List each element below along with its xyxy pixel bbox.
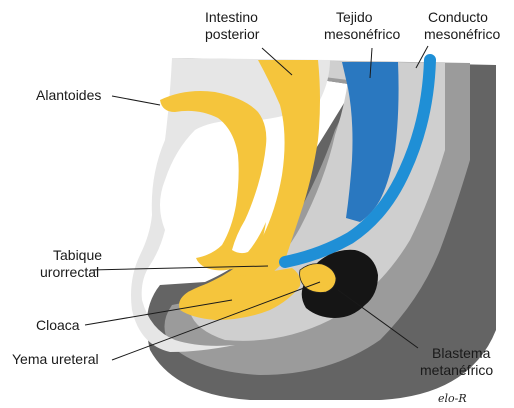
leader-alantoides <box>112 96 160 105</box>
label-cloaca: Cloaca <box>36 317 80 333</box>
label-alantoides: Alantoides <box>36 87 101 103</box>
label-yema-ureteral: Yema ureteral <box>12 351 99 367</box>
label-intestino-posterior: Intestino posterior <box>205 9 262 42</box>
label-tabique-urorrectal: Tabique urorrectal <box>40 247 106 280</box>
artist-signature: elo-R <box>438 392 467 405</box>
label-blastema-metanefrico: Blastema metanéfrico <box>420 345 494 378</box>
label-tejido-mesonefrico: Tejido mesonéfrico <box>324 9 400 42</box>
label-conducto-mesonefrico: Conducto mesonéfrico <box>424 9 500 42</box>
